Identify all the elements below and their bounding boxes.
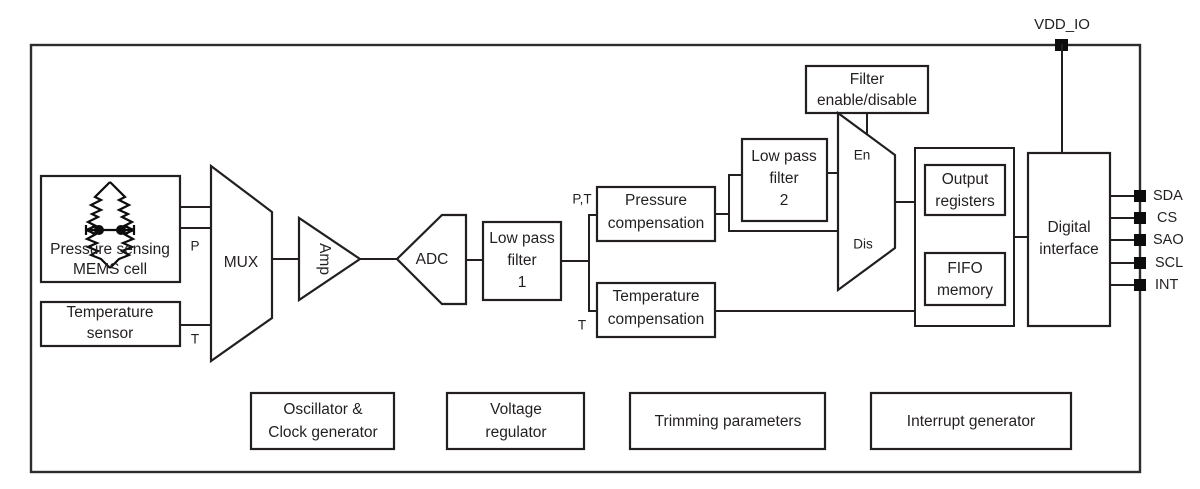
block-fifo-memory-label-1: FIFO: [947, 260, 982, 277]
block-trimming-parameters: [628, 391, 827, 451]
block-oscillator-label-2: Clock generator: [268, 424, 377, 441]
pad-int: [1134, 279, 1146, 291]
pin-label-scl: SCL: [1155, 255, 1183, 271]
block-lpf1-label-3: 1: [518, 274, 527, 291]
signal-label-p: P: [190, 239, 199, 254]
block-filter-en-label-1: Filter: [850, 71, 884, 88]
block-low-pass-filter-2: [740, 137, 829, 223]
block-voltage-regulator: [445, 391, 586, 451]
block-interrupt-generator: [869, 391, 1073, 451]
signal-label-pt: P,T: [572, 192, 591, 207]
block-lpf1-label-1: Low pass: [489, 230, 555, 247]
block-temp-comp-label-2: compensation: [608, 311, 705, 328]
signal-label-dis: Dis: [853, 237, 873, 252]
pin-group-int: INT: [1109, 277, 1179, 293]
pad-scl: [1134, 257, 1146, 269]
pad-sda: [1134, 190, 1146, 202]
pin-group-cs: CS: [1109, 210, 1177, 226]
block-pressure-comp-label-1: Pressure: [625, 192, 687, 209]
block-pressure-comp-label-2: compensation: [608, 215, 705, 232]
block-filter-enable-disable: [804, 64, 930, 115]
block-temp-comp-label-1: Temperature: [612, 288, 699, 305]
block-mems-cell-label-2: MEMS cell: [73, 261, 147, 278]
block-digital-interface: [1026, 151, 1112, 328]
block-lpf2-label-2: filter: [769, 170, 798, 187]
pad-sao: [1134, 234, 1146, 246]
pin-label-int: INT: [1155, 277, 1179, 293]
pin-group-sda: SDA: [1109, 188, 1183, 204]
block-temperature-sensor: [39, 300, 182, 348]
block-digital-interface-label-1: Digital: [1047, 219, 1090, 236]
block-digital-interface-label-2: interface: [1039, 241, 1098, 258]
block-lpf2-label-3: 2: [780, 192, 789, 209]
block-pressure-compensation: [595, 185, 717, 243]
block-oscillator-clock-generator: [249, 391, 396, 451]
block-fifo-memory: [923, 251, 1007, 307]
block-fifo-memory-label-2: memory: [937, 282, 993, 299]
pin-label-sda: SDA: [1153, 188, 1183, 204]
block-oscillator-label-1: Oscillator &: [283, 401, 363, 418]
block-adc-label: ADC: [416, 251, 449, 268]
block-trimming-label: Trimming parameters: [655, 413, 802, 430]
block-interrupt-generator-label: Interrupt generator: [907, 413, 1035, 430]
vdd-io-label: VDD_IO: [1034, 16, 1090, 33]
block-filter-en-label-2: enable/disable: [817, 92, 917, 109]
block-amp-label: Amp: [316, 243, 333, 275]
block-output-registers-label-2: registers: [935, 193, 995, 210]
signal-label-en: En: [854, 148, 871, 163]
block-output-registers-label-1: Output: [942, 171, 989, 188]
block-mems-cell-label-1: Pressure sensing: [50, 241, 170, 258]
block-filter-mux: [836, 110, 897, 293]
block-lpf2-label-1: Low pass: [751, 148, 817, 165]
signal-label-t: T: [191, 332, 199, 347]
block-lpf1-label-2: filter: [507, 252, 536, 269]
block-temperature-sensor-label-1: Temperature: [66, 304, 153, 321]
pad-cs: [1134, 212, 1146, 224]
block-mux-label: MUX: [224, 254, 259, 271]
pin-label-sao: SAO: [1153, 232, 1184, 248]
pin-label-cs: CS: [1157, 210, 1177, 226]
block-output-registers: [923, 163, 1007, 217]
block-voltage-regulator-label-2: regulator: [485, 424, 546, 441]
pin-group-scl: SCL: [1109, 255, 1183, 271]
block-voltage-regulator-label-1: Voltage: [490, 401, 542, 418]
wheatstone-bridge-icon: [84, 181, 136, 269]
block-temperature-sensor-label-2: sensor: [87, 325, 134, 342]
pin-group-sao: SAO: [1109, 232, 1184, 248]
block-mux: [209, 163, 274, 364]
signal-label-t2: T: [578, 318, 586, 333]
